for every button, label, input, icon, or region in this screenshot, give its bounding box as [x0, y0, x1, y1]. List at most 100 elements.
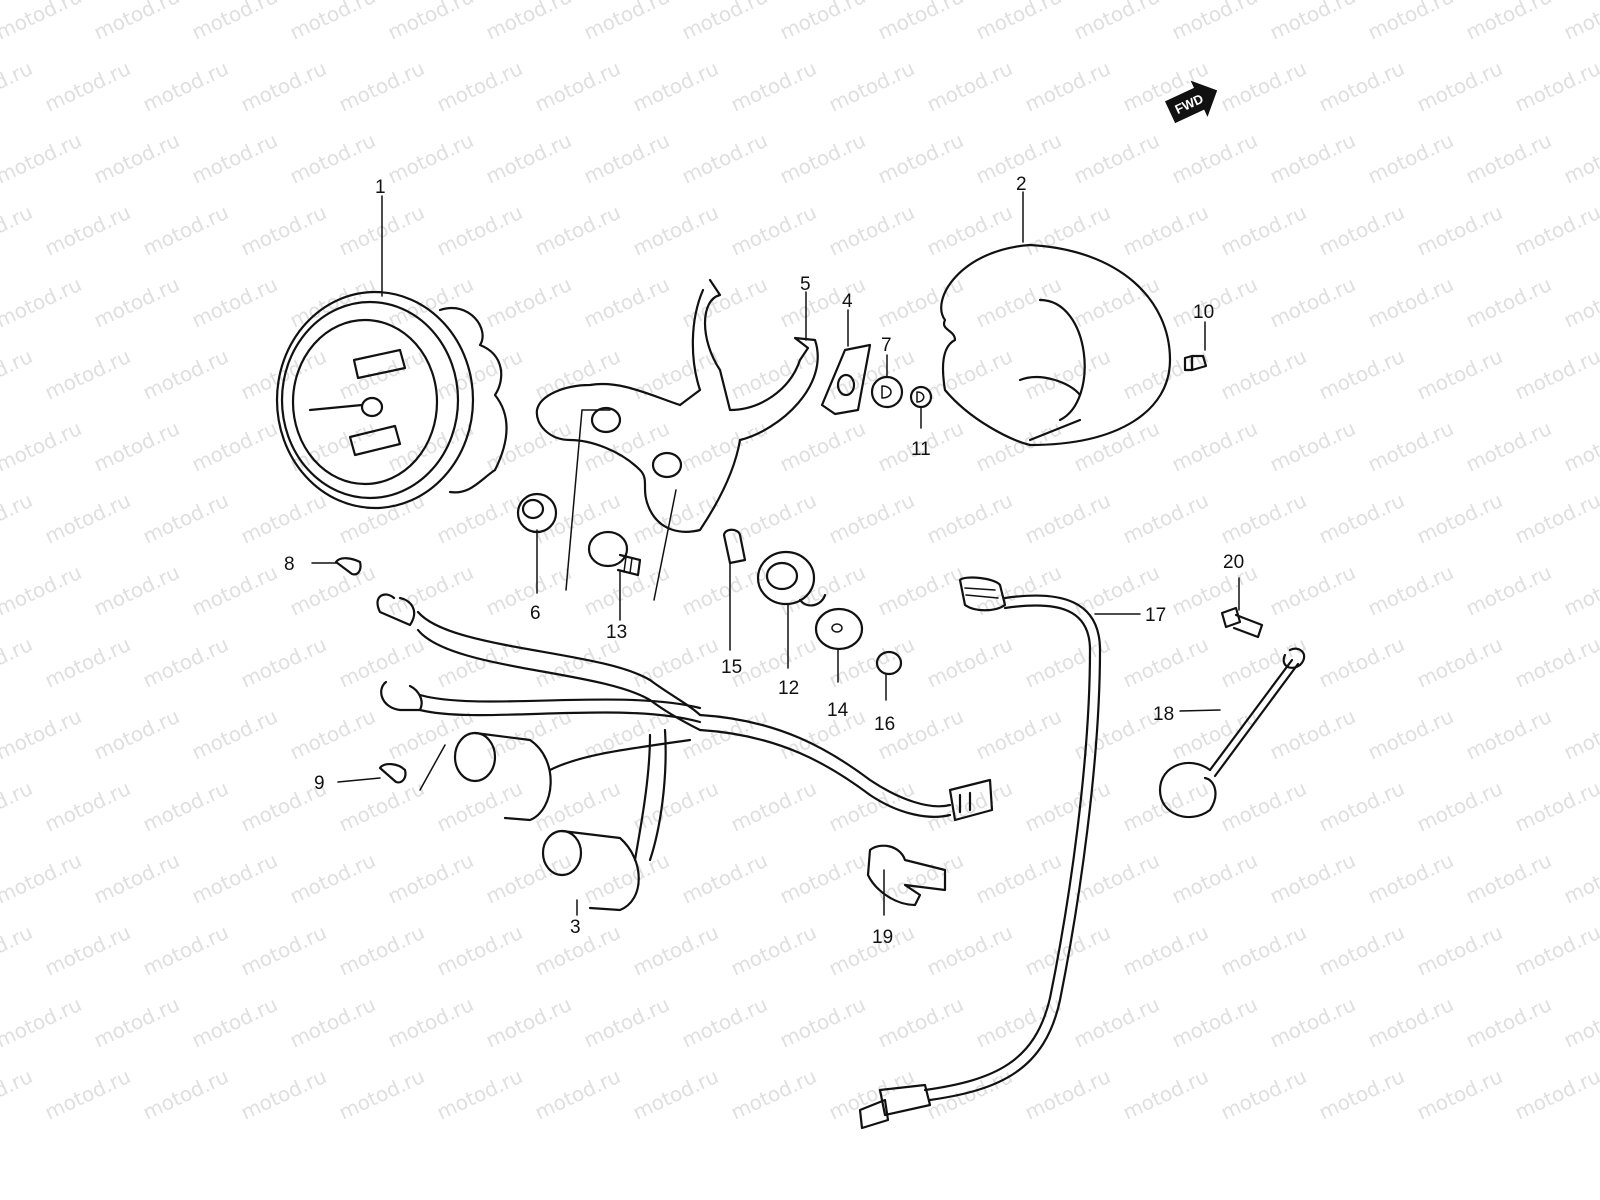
watermark-text: motod.ru — [0, 200, 36, 261]
watermark-text: motod.ru — [1511, 776, 1600, 837]
watermark-text: motod.ru — [1560, 272, 1600, 333]
watermark-text: motod.ru — [139, 200, 232, 261]
watermark-text: motod.ru — [1315, 488, 1408, 549]
watermark-text: motod.ru — [1168, 0, 1261, 45]
watermark-text: motod.ru — [188, 272, 281, 333]
watermark-text: motod.ru — [0, 416, 85, 477]
watermark-text: motod.ru — [237, 632, 330, 693]
watermark-text: motod.ru — [41, 200, 134, 261]
watermark-text: motod.ru — [1560, 128, 1600, 189]
callout-2: 2 — [1016, 174, 1027, 195]
watermark-text: motod.ru — [1511, 1064, 1600, 1125]
watermark-text: motod.ru — [1560, 992, 1600, 1053]
watermark-text: motod.ru — [874, 848, 967, 909]
watermark-text: motod.ru — [1168, 272, 1261, 333]
watermark-text: motod.ru — [1070, 128, 1163, 189]
watermark-text: motod.ru — [335, 56, 428, 117]
callout-6: 6 — [530, 603, 541, 624]
watermark-text: motod.ru — [1168, 416, 1261, 477]
callout-14: 14 — [827, 700, 849, 721]
nut-16 — [875, 650, 903, 676]
watermark-text: motod.ru — [874, 560, 967, 621]
watermark-text: motod.ru — [139, 1064, 232, 1125]
watermark-text: motod.ru — [678, 704, 771, 765]
watermark-text: motod.ru — [1315, 1064, 1408, 1125]
watermark-text: motod.ru — [1560, 848, 1600, 909]
watermark-text: motod.ru — [1266, 848, 1359, 909]
callout-8: 8 — [284, 554, 295, 575]
watermark-text: motod.ru — [1168, 848, 1261, 909]
watermark-text: motod.ru — [90, 272, 183, 333]
watermark-text: motod.ru — [825, 776, 918, 837]
watermark-text: motod.ru — [825, 56, 918, 117]
watermark-text: motod.ru — [629, 632, 722, 693]
watermark-text: motod.ru — [335, 1064, 428, 1125]
watermark-text: motod.ru — [825, 200, 918, 261]
watermark-text: motod.ru — [1021, 776, 1114, 837]
watermark-text: motod.ru — [237, 344, 330, 405]
watermark-text: motod.ru — [874, 992, 967, 1053]
watermark-text: motod.ru — [1511, 920, 1600, 981]
washer-7 — [870, 375, 904, 409]
watermark-text: motod.ru — [384, 272, 477, 333]
watermark-text: motod.ru — [1217, 920, 1310, 981]
watermark-text: motod.ru — [335, 920, 428, 981]
watermark-text: motod.ru — [923, 1064, 1016, 1125]
watermark-text: motod.ru — [482, 848, 575, 909]
callout-11: 11 — [911, 439, 931, 460]
watermark-text: motod.ru — [1021, 920, 1114, 981]
watermark-text: motod.ru — [1364, 0, 1457, 45]
watermark-text: motod.ru — [1266, 128, 1359, 189]
watermark-text: motod.ru — [825, 632, 918, 693]
watermark-text: motod.ru — [580, 0, 673, 45]
watermark-text: motod.ru — [1119, 632, 1212, 693]
watermark-text: motod.ru — [1168, 560, 1261, 621]
watermark-text: motod.ru — [531, 56, 624, 117]
cushion-12 — [756, 550, 827, 607]
watermark-text: motod.ru — [1070, 992, 1163, 1053]
watermark-text: motod.ru — [0, 992, 85, 1053]
watermark-text: motod.ru — [1119, 920, 1212, 981]
watermark-text: motod.ru — [237, 56, 330, 117]
watermark-text: motod.ru — [41, 344, 134, 405]
watermark-text: motod.ru — [1119, 1064, 1212, 1125]
watermark-text: motod.ru — [1315, 920, 1408, 981]
watermark-text: motod.ru — [1511, 344, 1600, 405]
watermark-text: motod.ru — [433, 488, 526, 549]
bulb-9 — [378, 763, 407, 784]
watermark-text: motod.ru — [1266, 272, 1359, 333]
watermark-text: motod.ru — [139, 776, 232, 837]
watermark-text: motod.ru — [384, 992, 477, 1053]
watermark-text: motod.ru — [531, 1064, 624, 1125]
watermark-text: motod.ru — [1462, 416, 1555, 477]
watermark-text: motod.ru — [874, 128, 967, 189]
watermark-text: motod.ru — [629, 200, 722, 261]
watermark-text: motod.ru — [433, 1064, 526, 1125]
watermark-text: motod.ru — [1364, 848, 1457, 909]
watermark-text: motod.ru — [237, 200, 330, 261]
watermark-text: motod.ru — [972, 0, 1065, 45]
watermark-text: motod.ru — [1217, 488, 1310, 549]
watermark-text: motod.ru — [1462, 704, 1555, 765]
watermark-text: motod.ru — [1462, 848, 1555, 909]
watermark-text: motod.ru — [433, 56, 526, 117]
watermark-text: motod.ru — [727, 776, 820, 837]
watermark-text: motod.ru — [188, 128, 281, 189]
watermark-text: motod.ru — [0, 776, 36, 837]
watermark-text: motod.ru — [384, 128, 477, 189]
watermark-text: motod.ru — [1266, 416, 1359, 477]
watermark-text: motod.ru — [1217, 56, 1310, 117]
clamp-spring — [1158, 647, 1306, 819]
watermark-text: motod.ru — [629, 1064, 722, 1125]
watermark-text: motod.ru — [923, 344, 1016, 405]
watermark-text: motod.ru — [1168, 992, 1261, 1053]
watermark-text: motod.ru — [1413, 632, 1506, 693]
watermark-text: motod.ru — [1364, 416, 1457, 477]
watermark-text: motod.ru — [1462, 560, 1555, 621]
callout-20: 20 — [1223, 552, 1244, 573]
watermark-text: motod.ru — [629, 920, 722, 981]
watermark-text: motod.ru — [923, 920, 1016, 981]
watermark-text: motod.ru — [531, 344, 624, 405]
watermark-text: motod.ru — [384, 848, 477, 909]
watermark-text: motod.ru — [1413, 920, 1506, 981]
